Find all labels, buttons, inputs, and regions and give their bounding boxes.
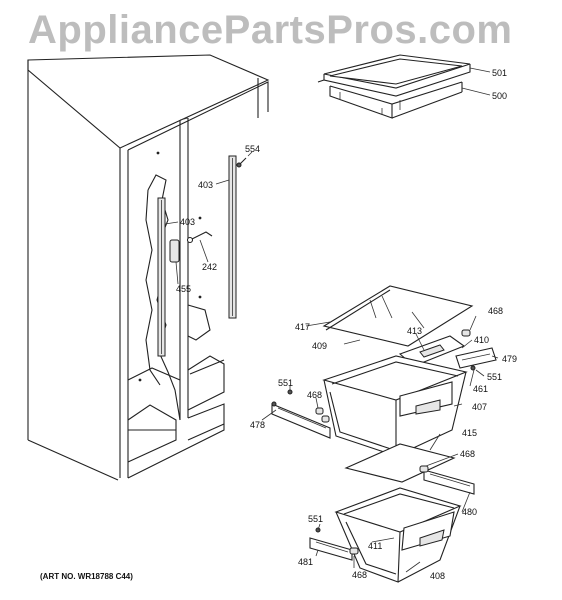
callout-409: 409 bbox=[312, 341, 328, 351]
callout-417: 417 bbox=[295, 322, 311, 332]
rail-403-left bbox=[157, 197, 166, 357]
callout-551-left: 551 bbox=[278, 378, 294, 388]
callout-403-upper: 403 bbox=[198, 180, 214, 190]
callout-478: 478 bbox=[250, 420, 266, 430]
part-455-block bbox=[169, 239, 180, 263]
part-242-pin bbox=[186, 231, 213, 244]
callout-468-top: 468 bbox=[488, 306, 504, 316]
crisper-drawer-408 bbox=[334, 487, 462, 583]
callout-461: 461 bbox=[473, 384, 489, 394]
slide-rail-478 bbox=[271, 401, 331, 439]
cabinet-drawing bbox=[27, 54, 270, 481]
slide-rail-479 bbox=[455, 347, 497, 369]
callout-500: 500 bbox=[492, 91, 508, 101]
callout-408: 408 bbox=[430, 571, 446, 581]
watermark-logo: AppliancePartsPros.com bbox=[28, 8, 513, 52]
crisper-cover-415 bbox=[344, 443, 456, 483]
callout-411: 411 bbox=[368, 541, 383, 551]
callout-415: 415 bbox=[462, 428, 478, 438]
callout-481: 481 bbox=[298, 557, 314, 567]
screw-551-left bbox=[287, 389, 293, 395]
callout-468-lower-right: 468 bbox=[460, 449, 476, 459]
screw-461 bbox=[470, 365, 476, 371]
slide-rail-480 bbox=[423, 469, 475, 495]
callout-480: 480 bbox=[462, 507, 478, 517]
callout-479: 479 bbox=[502, 354, 518, 364]
callout-468-mid: 468 bbox=[307, 390, 323, 400]
crisper-drawer-407 bbox=[322, 355, 468, 457]
callout-501: 501 bbox=[492, 68, 508, 78]
leader-lines bbox=[164, 67, 499, 573]
cap-468-right bbox=[419, 465, 429, 473]
callout-551-right: 551 bbox=[487, 372, 503, 382]
callout-407: 407 bbox=[472, 402, 488, 412]
slide-rail-481 bbox=[309, 527, 353, 561]
crisper-cover-409 bbox=[322, 285, 474, 347]
callout-410: 410 bbox=[474, 335, 490, 345]
cap-468-bottom bbox=[349, 547, 359, 555]
callout-468-bottom: 468 bbox=[352, 570, 368, 580]
rail-403-right bbox=[228, 155, 237, 319]
callout-554: 554 bbox=[245, 144, 261, 154]
callout-242: 242 bbox=[202, 262, 218, 272]
cap-468-upper bbox=[461, 329, 471, 337]
art-number: (ART NO. WR18788 C44) bbox=[40, 572, 133, 581]
callout-403-lower: 403 bbox=[180, 217, 196, 227]
callout-413: 413 bbox=[407, 326, 423, 336]
screw-554 bbox=[236, 157, 247, 168]
callout-551-bottom: 551 bbox=[308, 514, 324, 524]
caps-468-left bbox=[315, 407, 330, 423]
callout-455: 455 bbox=[176, 284, 192, 294]
shelf-assembly-500-501 bbox=[317, 54, 471, 119]
